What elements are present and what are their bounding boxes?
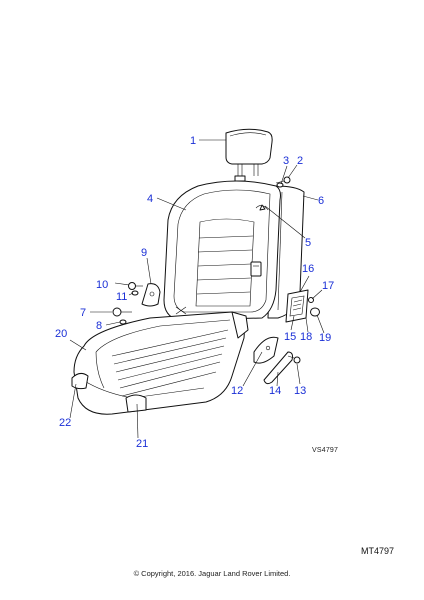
copyright-notice: © Copyright, 2016. Jaguar Land Rover Lim… <box>133 569 291 578</box>
callout-5: 5 <box>305 237 311 249</box>
callout-4: 4 <box>147 193 153 205</box>
callout-22: 22 <box>59 417 71 429</box>
callout-3: 3 <box>283 155 289 167</box>
callout-21: 21 <box>136 438 148 450</box>
washer-8 <box>119 319 127 325</box>
callout-19: 19 <box>319 332 331 344</box>
headrest <box>225 128 273 182</box>
screw-7 <box>112 307 132 317</box>
side-trim-12 <box>253 336 279 364</box>
backrest <box>163 180 281 321</box>
switch-bezel <box>285 289 309 323</box>
callout-13: 13 <box>294 385 306 397</box>
callout-9: 9 <box>141 247 147 259</box>
callout-20: 20 <box>55 328 67 340</box>
callout-8: 8 <box>96 320 102 332</box>
screw-2 <box>275 176 291 184</box>
illustration-code: VS4797 <box>312 447 338 454</box>
callout-15: 15 <box>284 331 296 343</box>
callout-17: 17 <box>322 280 334 292</box>
callout-16: 16 <box>302 263 314 275</box>
knob-19 <box>310 307 320 317</box>
callout-14: 14 <box>269 385 281 397</box>
callout-12: 12 <box>231 385 243 397</box>
callout-11: 11 <box>116 291 127 303</box>
hinge-cover-left <box>141 283 161 307</box>
screw-10 <box>128 282 143 290</box>
lever-14 <box>263 351 293 385</box>
screw-13 <box>287 355 301 364</box>
washer-3 <box>276 182 284 188</box>
washer-11 <box>131 290 139 296</box>
callout-10: 10 <box>96 279 108 291</box>
reference-code: MT4797 <box>360 546 394 556</box>
leader-lines <box>69 139 325 439</box>
callout-1: 1 <box>190 135 196 147</box>
callout-18: 18 <box>300 331 312 343</box>
callout-7: 7 <box>80 307 86 319</box>
callout-2: 2 <box>297 155 303 167</box>
callouts: 1 2 3 4 5 6 7 8 9 10 11 12 13 14 15 16 1… <box>55 135 334 450</box>
callout-6: 6 <box>318 195 324 207</box>
